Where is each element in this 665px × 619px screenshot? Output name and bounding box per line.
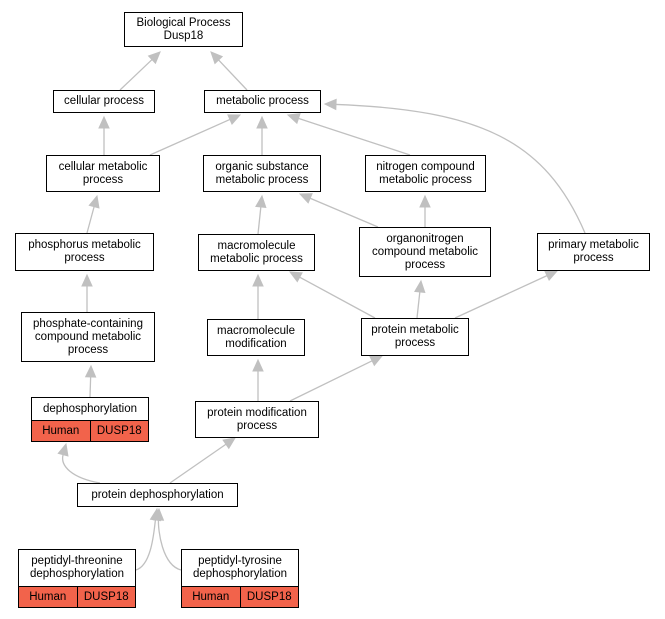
arrowhead-protein_dephosphorylation-to-protein_modification_process [222, 437, 236, 450]
node-dephosphorylation[interactable]: dephosphorylation Human DUSP18 [31, 397, 149, 442]
arrowhead-cellular_metabolic_process-to-metabolic_process [227, 114, 242, 125]
edge-organonitrogen_compound_metabolic_process-to-organic_substance_metabolic_process [309, 197, 379, 228]
node-organic-substance-metabolic-process[interactable]: organic substance metabolic process [203, 155, 321, 192]
arrowhead-organonitrogen_compound_metabolic_process-to-organic_substance_metabolic_process [298, 193, 313, 204]
edge-dephosphorylation-to-phosphate_containing_compound_metabolic_process [89, 376, 92, 398]
node-phosphorus-metabolic-process[interactable]: phosphorus metabolic process [15, 233, 154, 271]
arrowhead-metabolic_process-to-root [210, 51, 224, 65]
species-cell[interactable]: Human [42, 425, 80, 437]
arrowhead-protein_metabolic_process-to-organonitrogen_compound_metabolic_process [414, 279, 426, 294]
arrowhead-organic_substance_metabolic_process-to-metabolic_process [256, 115, 268, 129]
arrowhead-protein_modification_process-to-macromolecule_modification [252, 358, 264, 372]
edge-protein_modification_process-to-protein_metabolic_process [289, 360, 373, 402]
arrowhead-dephosphorylation-to-phosphate_containing_compound_metabolic_process [84, 364, 97, 378]
edge-protein_metabolic_process-to-primary_metabolic_process [454, 275, 548, 319]
node-label: cellular process [64, 95, 144, 107]
annotation-row: Human DUSP18 [32, 420, 148, 441]
arrowhead-nitrogen_compound_metabolic_process-to-metabolic_process [286, 113, 301, 125]
gene-cell[interactable]: DUSP18 [239, 587, 299, 607]
node-label: protein modification process [207, 406, 307, 432]
node-metabolic-process[interactable]: metabolic process [204, 90, 321, 113]
node-label: phosphorus metabolic process [28, 239, 141, 264]
node-label: protein dephosphorylation [91, 488, 224, 501]
arrowhead-macromolecule_metabolic_process-to-organic_substance_metabolic_process [255, 194, 267, 209]
edge-protein_dephosphorylation-to-dephosphorylation [62, 454, 101, 484]
edge-protein_dephosphorylation-to-protein_modification_process [169, 443, 227, 484]
node-label: phosphate-containing compound metabolic … [33, 317, 143, 356]
arrowhead-phosphorus_metabolic_process-to-cellular_metabolic_process [88, 194, 100, 209]
node-label: peptidyl-threonine dephosphorylation [30, 555, 124, 580]
species-cell[interactable]: Human [29, 591, 67, 603]
arrowhead-cellular_metabolic_process-to-cellular_process [98, 115, 110, 129]
node-root[interactable]: Biological Process Dusp18 [124, 12, 243, 47]
edge-phosphorus_metabolic_process-to-cellular_metabolic_process [86, 206, 95, 234]
node-protein-modification-process[interactable]: protein modification process [195, 401, 319, 438]
annotation-row: Human DUSP18 [19, 586, 135, 607]
node-primary-metabolic-process[interactable]: primary metabolic process [537, 233, 650, 271]
node-label: nitrogen compound metabolic process [376, 160, 475, 186]
arrowhead-cellular_process-to-root [147, 51, 161, 65]
node-label: cellular metabolic process [58, 160, 148, 186]
gene-cell[interactable]: DUSP18 [76, 587, 136, 607]
node-label: peptidyl-tyrosine dephosphorylation [193, 555, 287, 580]
node-label: organonitrogen compound metabolic proces… [371, 232, 479, 271]
arrowhead-primary_metabolic_process-to-metabolic_process [323, 98, 337, 111]
edge-protein_metabolic_process-to-organonitrogen_compound_metabolic_process [416, 291, 421, 319]
node-peptidyl-threonine-dephosphorylation[interactable]: peptidyl-threonine dephosphorylation Hum… [18, 549, 136, 608]
node-organonitrogen-compound-metabolic-process[interactable]: organonitrogen compound metabolic proces… [359, 227, 491, 277]
edge-cellular_process-to-root [119, 59, 153, 91]
node-macromolecule-metabolic-process[interactable]: macromolecule metabolic process [198, 234, 315, 271]
arrowhead-peptidyl_tyrosine_dephosphorylation-to-protein_dephosphorylation [152, 507, 165, 521]
node-phosphate-containing-compound-metabolic-process[interactable]: phosphate-containing compound metabolic … [21, 312, 155, 362]
node-label: macromolecule metabolic process [210, 239, 303, 265]
node-label: organic substance metabolic process [215, 160, 309, 186]
gene-cell[interactable]: DUSP18 [89, 421, 149, 441]
arrowhead-phosphate_containing_compound_metabolic_process-to-phosphorus_metabolic_process [81, 273, 93, 287]
edge-primary_metabolic_process-to-metabolic_process [335, 103, 586, 234]
edge-metabolic_process-to-root [218, 59, 248, 91]
node-cellular-process[interactable]: cellular process [53, 90, 155, 113]
annotation-row: Human DUSP18 [182, 586, 298, 607]
node-macromolecule-modification[interactable]: macromolecule modification [207, 319, 305, 356]
edge-peptidyl_tyrosine_dephosphorylation-to-protein_dephosphorylation [157, 519, 182, 571]
edge-macromolecule_metabolic_process-to-organic_substance_metabolic_process [257, 206, 262, 235]
node-label: metabolic process [216, 95, 309, 107]
edge-nitrogen_compound_metabolic_process-to-metabolic_process [298, 117, 411, 156]
node-nitrogen-compound-metabolic-process[interactable]: nitrogen compound metabolic process [365, 155, 486, 192]
edge-protein_metabolic_process-to-macromolecule_metabolic_process [299, 276, 376, 319]
node-peptidyl-tyrosine-dephosphorylation[interactable]: peptidyl-tyrosine dephosphorylation Huma… [181, 549, 299, 608]
node-label: dephosphorylation [43, 402, 137, 415]
arrowhead-organonitrogen_compound_metabolic_process-to-nitrogen_compound_metabolic_process [419, 194, 431, 208]
edge-cellular_metabolic_process-to-metabolic_process [149, 118, 231, 156]
arrowhead-protein_modification_process-to-protein_metabolic_process [369, 355, 384, 367]
species-cell[interactable]: Human [192, 591, 230, 603]
node-label: primary metabolic process [548, 239, 639, 264]
arrowhead-protein_metabolic_process-to-primary_metabolic_process [544, 270, 559, 282]
node-label: protein metabolic process [371, 324, 459, 349]
arrowhead-protein_metabolic_process-to-macromolecule_metabolic_process [288, 271, 303, 283]
arrowhead-protein_dephosphorylation-to-dephosphorylation [57, 442, 69, 457]
node-label: macromolecule modification [217, 324, 295, 350]
node-protein-dephosphorylation[interactable]: protein dephosphorylation [77, 483, 238, 507]
node-protein-metabolic-process[interactable]: protein metabolic process [361, 318, 469, 356]
edge-peptidyl_threonine_dephosphorylation-to-protein_dephosphorylation [135, 519, 157, 571]
node-label: Biological Process Dusp18 [136, 16, 231, 42]
node-cellular-metabolic-process[interactable]: cellular metabolic process [46, 155, 160, 192]
arrowhead-macromolecule_modification-to-macromolecule_metabolic_process [252, 273, 264, 287]
